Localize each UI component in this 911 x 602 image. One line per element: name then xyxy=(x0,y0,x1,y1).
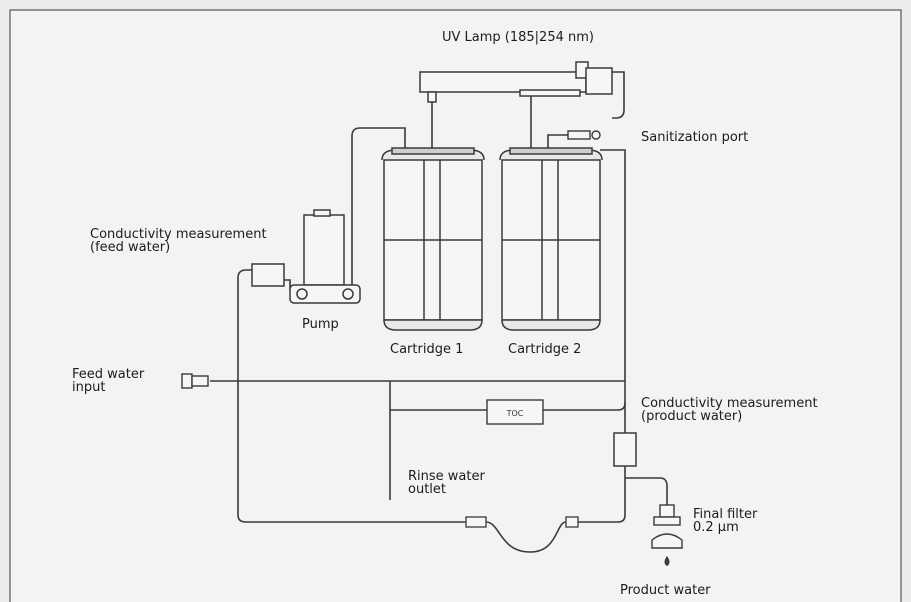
uv-right-loop-pipe xyxy=(608,71,625,119)
feed-to-conductivity-pipe xyxy=(237,269,252,381)
product-water-label: Product water xyxy=(620,583,711,598)
hose-coupling-right xyxy=(565,516,579,528)
feed-water-input-label: Feed water input xyxy=(72,367,145,395)
final-filter-label: Final filter 0.2 µm xyxy=(693,507,758,535)
cartridge-1 xyxy=(381,147,485,331)
cartridge-1-label: Cartridge 1 xyxy=(390,342,464,357)
cartridge-2-label: Cartridge 2 xyxy=(508,342,582,357)
pump-label: Pump xyxy=(302,317,339,332)
hose-coupling-left xyxy=(465,516,487,528)
water-drop-icon xyxy=(664,556,670,566)
uv-lamp-label: UV Lamp (185|254 nm) xyxy=(442,30,594,45)
pump-to-cartridge1-pipe xyxy=(351,127,406,290)
cartridge2-outlet-pipe xyxy=(600,149,626,381)
toc-box xyxy=(486,399,544,425)
to-filter-pipe xyxy=(625,477,668,505)
return-line-pipe xyxy=(237,381,466,523)
rinse-water-outlet-label: Rinse water outlet xyxy=(408,469,485,497)
flex-hose xyxy=(485,521,567,553)
feed-input-connector xyxy=(181,373,209,389)
pump xyxy=(289,209,361,304)
cartridge-2 xyxy=(499,147,603,331)
toc-loop-pipe xyxy=(390,402,626,411)
conductivity-product-label: Conductivity measurement (product water) xyxy=(641,396,818,424)
conductivity-product-sensor xyxy=(613,432,637,467)
sanitization-port-label: Sanitization port xyxy=(641,130,749,145)
toc-label: TOC xyxy=(506,409,524,418)
cartridge2-to-sanitization-pipe xyxy=(547,134,570,148)
conductivity-feed-label: Conductivity measurement (feed water) xyxy=(90,227,267,255)
sanitization-port xyxy=(567,130,601,140)
return-to-product-pipe xyxy=(578,466,626,523)
conductivity-feed-sensor xyxy=(251,263,285,287)
final-filter xyxy=(651,504,683,549)
piping xyxy=(210,71,668,553)
uv-lamp xyxy=(419,61,613,103)
